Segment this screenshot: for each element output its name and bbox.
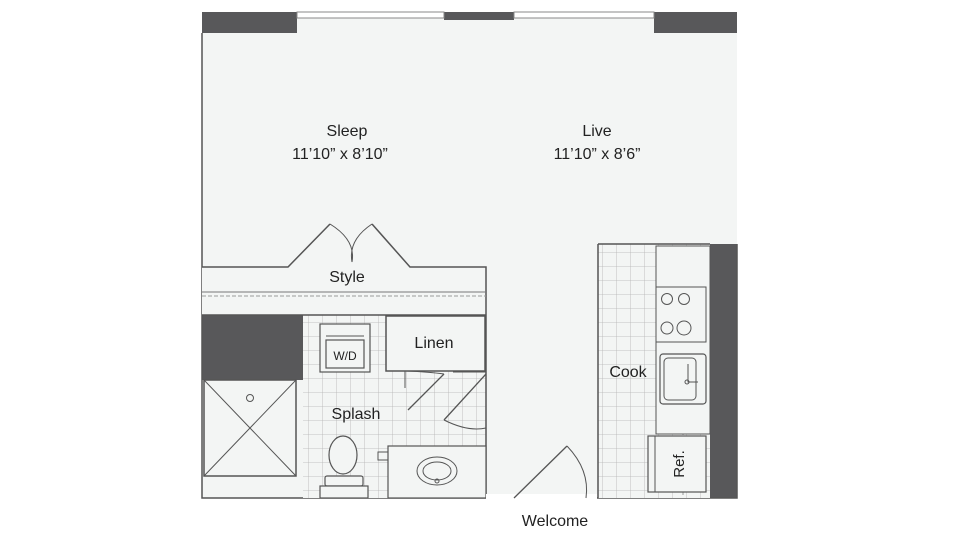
linen-closet [385,315,486,372]
bath-door-swing [404,370,487,430]
sleep-dimensions: 11’10” x 8’10” [292,146,388,163]
washer-dryer-label: W/D [333,349,357,363]
kitchen-sink-icon [659,353,707,405]
style-closet [202,223,487,498]
refrigerator-label: Ref. [671,450,688,478]
style-label: Style [329,269,365,286]
washer-dryer-icon [319,323,371,373]
linen-label: Linen [414,335,453,352]
sleep-label: Sleep [327,123,368,140]
live-dimensions: 11’10” x 8’6” [554,146,641,163]
entry-door [486,445,597,502]
splash-label: Splash [332,406,381,423]
stove-icon [655,286,707,343]
bath-vanity-icon [377,445,487,499]
closet-door-swing [329,223,373,263]
live-label: Live [582,123,611,140]
shower-icon [203,379,297,477]
windows [296,11,655,19]
welcome-label: Welcome [522,513,588,530]
refrigerator-icon [647,435,707,493]
exterior-walls [202,12,737,498]
cook-label: Cook [609,364,647,381]
toilet-icon [319,435,369,499]
